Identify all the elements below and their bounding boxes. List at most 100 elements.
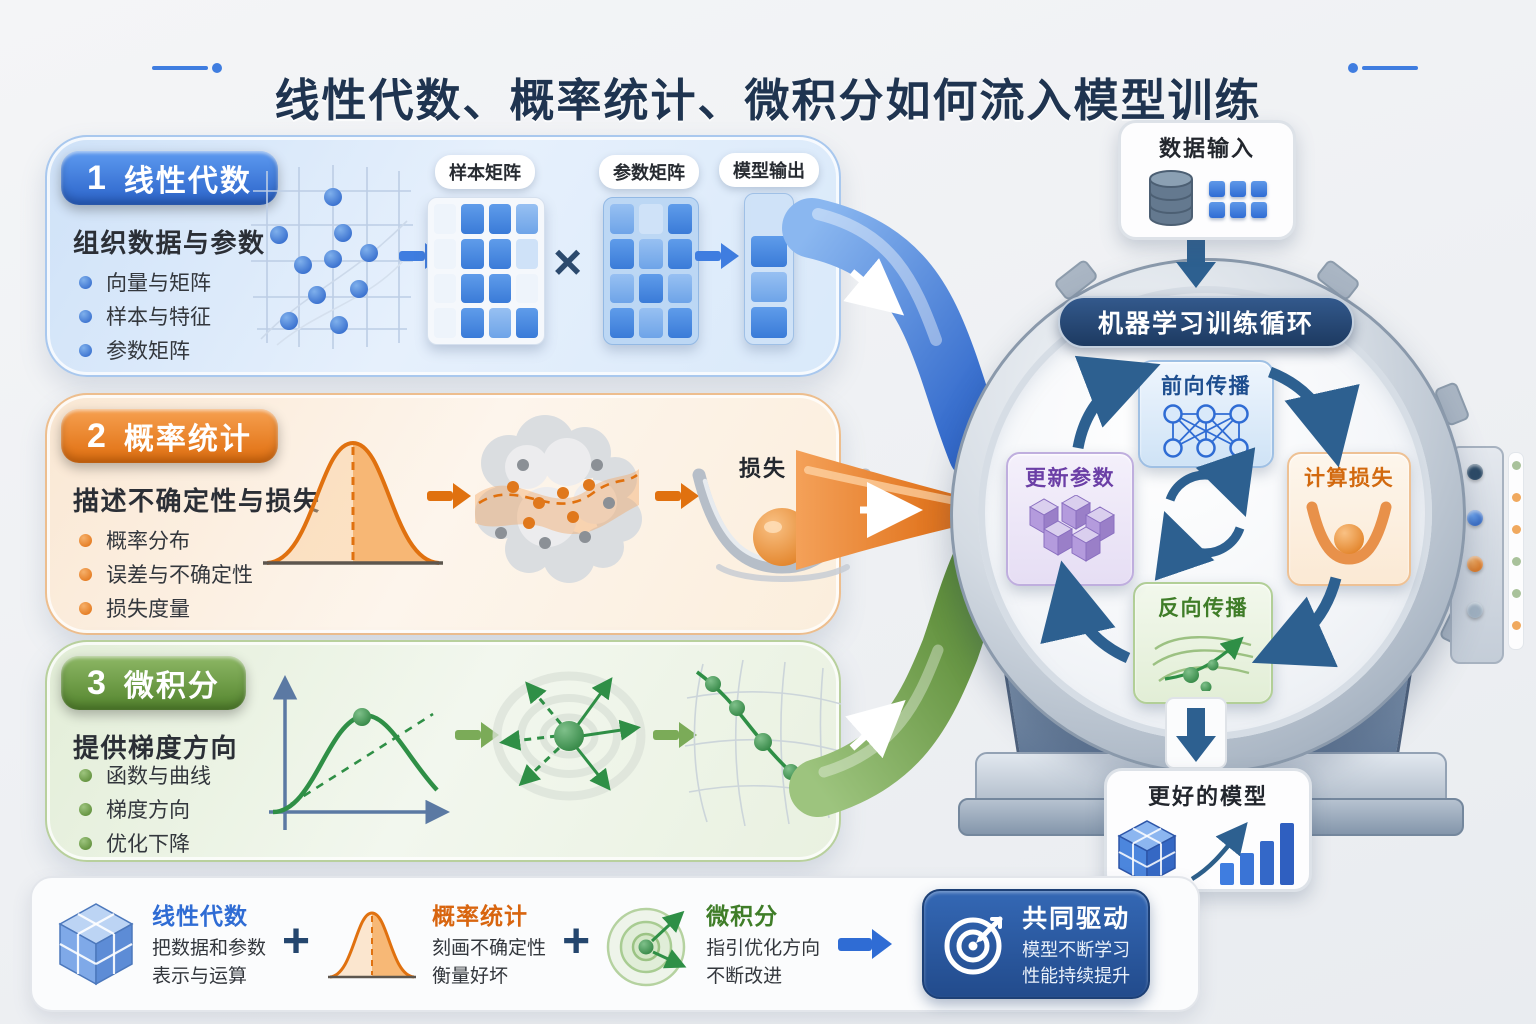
bullet-dot-icon [79, 343, 92, 357]
result-line: 模型不断学习 [1022, 940, 1131, 961]
better-model-box: 更好的模型 [1104, 768, 1312, 892]
curve-tangent-icon [269, 675, 450, 830]
bullet-label: 函数与曲线 [106, 765, 211, 788]
bullet-dot-icon [79, 309, 92, 323]
bullet-label: 误差与不确定性 [106, 564, 253, 587]
step-compute-loss: 计算损失 [1287, 452, 1411, 586]
sample-matrix [427, 197, 545, 345]
section3-badge: 3 微积分 [61, 656, 246, 710]
bullet-label: 参数矩阵 [106, 340, 190, 363]
loss-bowl-small-icon [1306, 501, 1392, 565]
section1-bullet-3: 参数矩阵 [79, 335, 190, 365]
loop-title: 机器学习训练循环 [1058, 296, 1354, 348]
data-input-label: 数据输入 [1158, 136, 1255, 161]
arrow-icon [427, 491, 453, 501]
pipe-arrow-blue [843, 258, 905, 316]
data-input-box: 数据输入 [1118, 120, 1296, 240]
bullet-dot-icon [79, 533, 92, 547]
summary-line: 衡量好坏 [432, 966, 509, 987]
summary-line: 表示与运算 [152, 966, 248, 987]
arrow-icon [838, 937, 873, 951]
model-output-label: 模型输出 [719, 153, 819, 187]
arrow-icon [695, 251, 721, 261]
bullet-dot-icon [79, 601, 92, 615]
multiply-symbol: × [553, 234, 583, 290]
title-decoration-right [1348, 63, 1418, 73]
indicator-strip [1508, 452, 1524, 650]
section2-bullet-2: 误差与不确定性 [79, 559, 253, 589]
gradient-field-icon [492, 671, 646, 801]
step-label: 前向传播 [1161, 375, 1251, 398]
section1-name: 线性代数 [123, 165, 252, 198]
bullet-label: 梯度方向 [106, 799, 190, 822]
pipe-arrow-green [845, 699, 906, 759]
section1-bullet-1: 向量与矩阵 [79, 267, 211, 297]
arrow-icon [399, 251, 425, 261]
growth-chart-icon [1190, 822, 1294, 885]
summary-line: 把数据和参数 [152, 938, 267, 960]
model-cube-icon [1117, 820, 1177, 885]
summary-bar: 线性代数 把数据和参数 表示与运算 + 概率统计 刻画不确定性 衡量好坏 + [30, 876, 1200, 1012]
section2-number: 2 [87, 416, 108, 455]
section3-number: 3 [87, 663, 108, 702]
section2-bullet-1: 概率分布 [79, 525, 190, 555]
section3-name: 微积分 [123, 670, 220, 703]
result-line: 性能持续提升 [1022, 965, 1131, 986]
step-back-propagation: 反向传播 [1133, 582, 1273, 704]
section-linear-algebra: 1 线性代数 组织数据与参数 向量与矩阵 样本与特征 参数矩阵 样本矩阵 [45, 135, 841, 377]
arrow-icon [655, 491, 681, 501]
bullet-dot-icon [79, 802, 92, 816]
summary-line: 不断改进 [706, 966, 783, 987]
arrow-icon [455, 730, 481, 740]
database-icon [1149, 170, 1193, 226]
better-model-label: 更好的模型 [1147, 784, 1268, 809]
arrow-forward-to-loss [1267, 366, 1360, 468]
section3-bullet-2: 梯度方向 [79, 794, 190, 824]
sample-matrix-label: 样本矩阵 [435, 155, 535, 189]
gradient-rings-icon [606, 907, 687, 987]
input-arrow-icon [1176, 232, 1216, 288]
uncertainty-cloud-icon [475, 415, 642, 583]
bullet-dot-icon [79, 275, 92, 289]
section1-number: 1 [87, 158, 108, 197]
bullet-label: 样本与特征 [106, 306, 211, 329]
arrow-loss-to-backward [1251, 576, 1342, 668]
summary-probability: 概率统计 刻画不确定性 衡量好坏 [326, 897, 546, 990]
indicator-dot [1467, 556, 1483, 572]
bullet-label: 概率分布 [106, 530, 190, 553]
bullet-dot-icon [79, 768, 92, 782]
page-title: 线性代数、概率统计、微积分如何流入模型训练 [274, 75, 1262, 127]
section1-subtitle: 组织数据与参数 [73, 228, 266, 258]
loss-label: 损失 [739, 456, 788, 481]
section2-name: 概率统计 [123, 423, 252, 456]
bullet-label: 优化下降 [106, 833, 190, 856]
output-arrow-icon [1165, 697, 1227, 769]
section2-badge: 2 概率统计 [61, 409, 278, 463]
scatter-grid-icon [251, 165, 413, 349]
bullet-label: 向量与矩阵 [106, 272, 211, 295]
bell-curve-icon [263, 440, 443, 565]
arrow-update-to-forward [1072, 355, 1161, 450]
result-title: 共同驱动 [1022, 905, 1131, 934]
step-label: 计算损失 [1304, 467, 1394, 490]
plus-symbol: + [562, 914, 591, 968]
arrow-backward-to-update [1040, 560, 1131, 664]
indicator-dot [1467, 464, 1483, 480]
summary-result-box: 共同驱动 模型不断学习 性能持续提升 [922, 889, 1151, 999]
bullet-label: 损失度量 [106, 598, 190, 621]
section2-subtitle: 描述不确定性与损失 [73, 486, 321, 516]
summary-title: 微积分 [706, 903, 779, 930]
section3-bullet-1: 函数与曲线 [79, 760, 211, 790]
bullet-dot-icon [79, 567, 92, 581]
gradient-contour-icon [1152, 636, 1254, 691]
target-icon [944, 916, 1003, 975]
indicator-dot [1467, 602, 1483, 618]
section2-bullet-3: 损失度量 [79, 593, 190, 623]
summary-linear-algebra: 线性代数 把数据和参数 表示与运算 [54, 897, 266, 990]
summary-line: 指引优化方向 [706, 938, 821, 960]
arrow-icon [653, 730, 679, 740]
section3-bullet-3: 优化下降 [79, 828, 190, 858]
summary-calculus: 微积分 指引优化方向 不断改进 [606, 897, 820, 990]
title-decoration-left [152, 63, 222, 73]
